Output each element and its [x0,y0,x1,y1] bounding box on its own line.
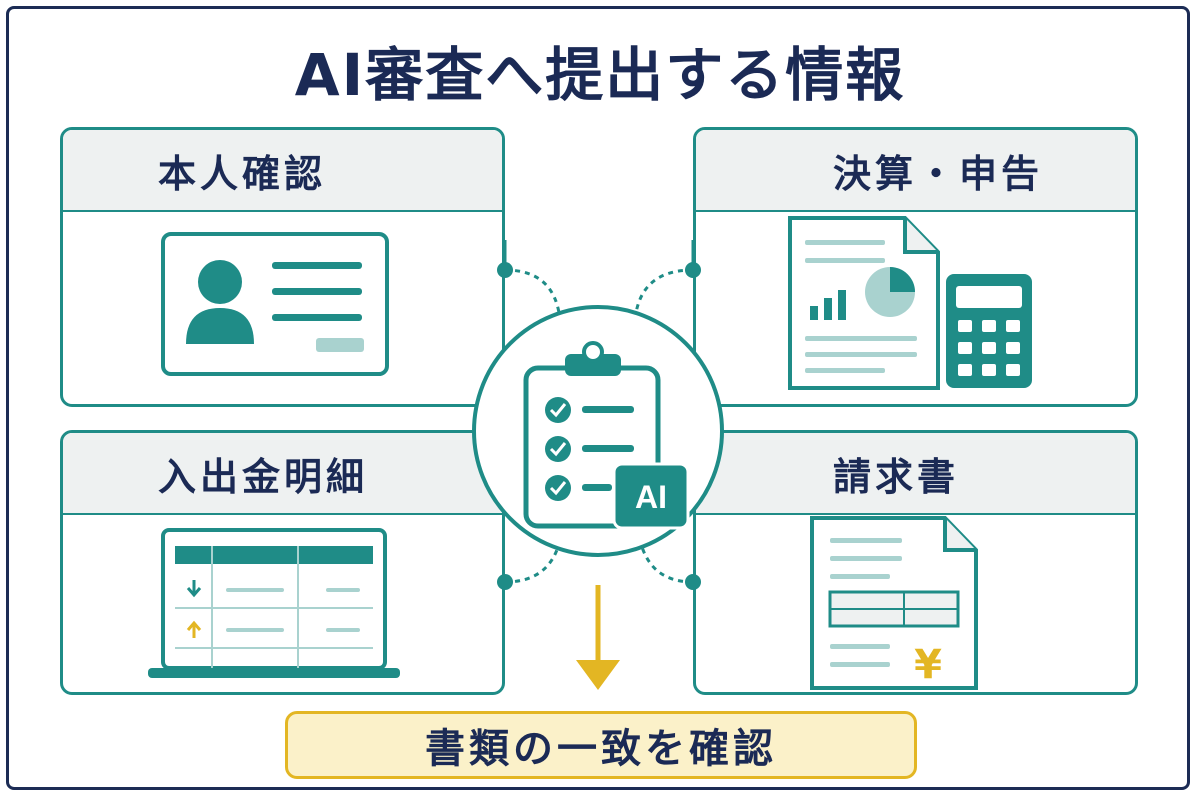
connector-financial-dot [685,262,701,278]
check-icon [545,436,571,462]
connectors [497,240,701,590]
connector-identity-dot [497,262,513,278]
connector-invoice-dot [685,574,701,590]
person-icon [186,260,254,344]
ai-badge-text: AI [635,479,667,515]
check-icon [545,475,571,501]
card-financial-label: 決算・申告 [696,130,1135,212]
card-invoice-label: 請求書 [696,433,1135,515]
calculator-icon [946,274,1032,388]
connector-financial-dashed [633,268,694,321]
page-title: AI審査へ提出する情報 [294,41,906,109]
invoice-document-icon: ¥ [810,516,978,690]
connector-bank-dot [497,574,513,590]
arrow-down-icon [186,580,202,598]
center-ai-review: AI [472,305,724,557]
pie-chart-icon [865,267,915,317]
yen-icon: ¥ [914,642,942,688]
connector-identity-dashed [504,268,562,321]
id-card-icon [161,232,389,376]
arrow-up-icon [186,620,202,638]
card-bank-label: 入出金明細 [63,433,502,515]
card-identity-label: 本人確認 [63,130,502,212]
arrow-down-to-result-icon [576,585,620,690]
financial-document-icon [788,216,940,390]
bank-statement-laptop-icon [148,528,400,678]
check-icon [545,397,571,423]
bar-chart-icon [810,290,846,320]
ai-badge [612,462,690,530]
result-document-match: 書類の一致を確認 [285,711,917,779]
